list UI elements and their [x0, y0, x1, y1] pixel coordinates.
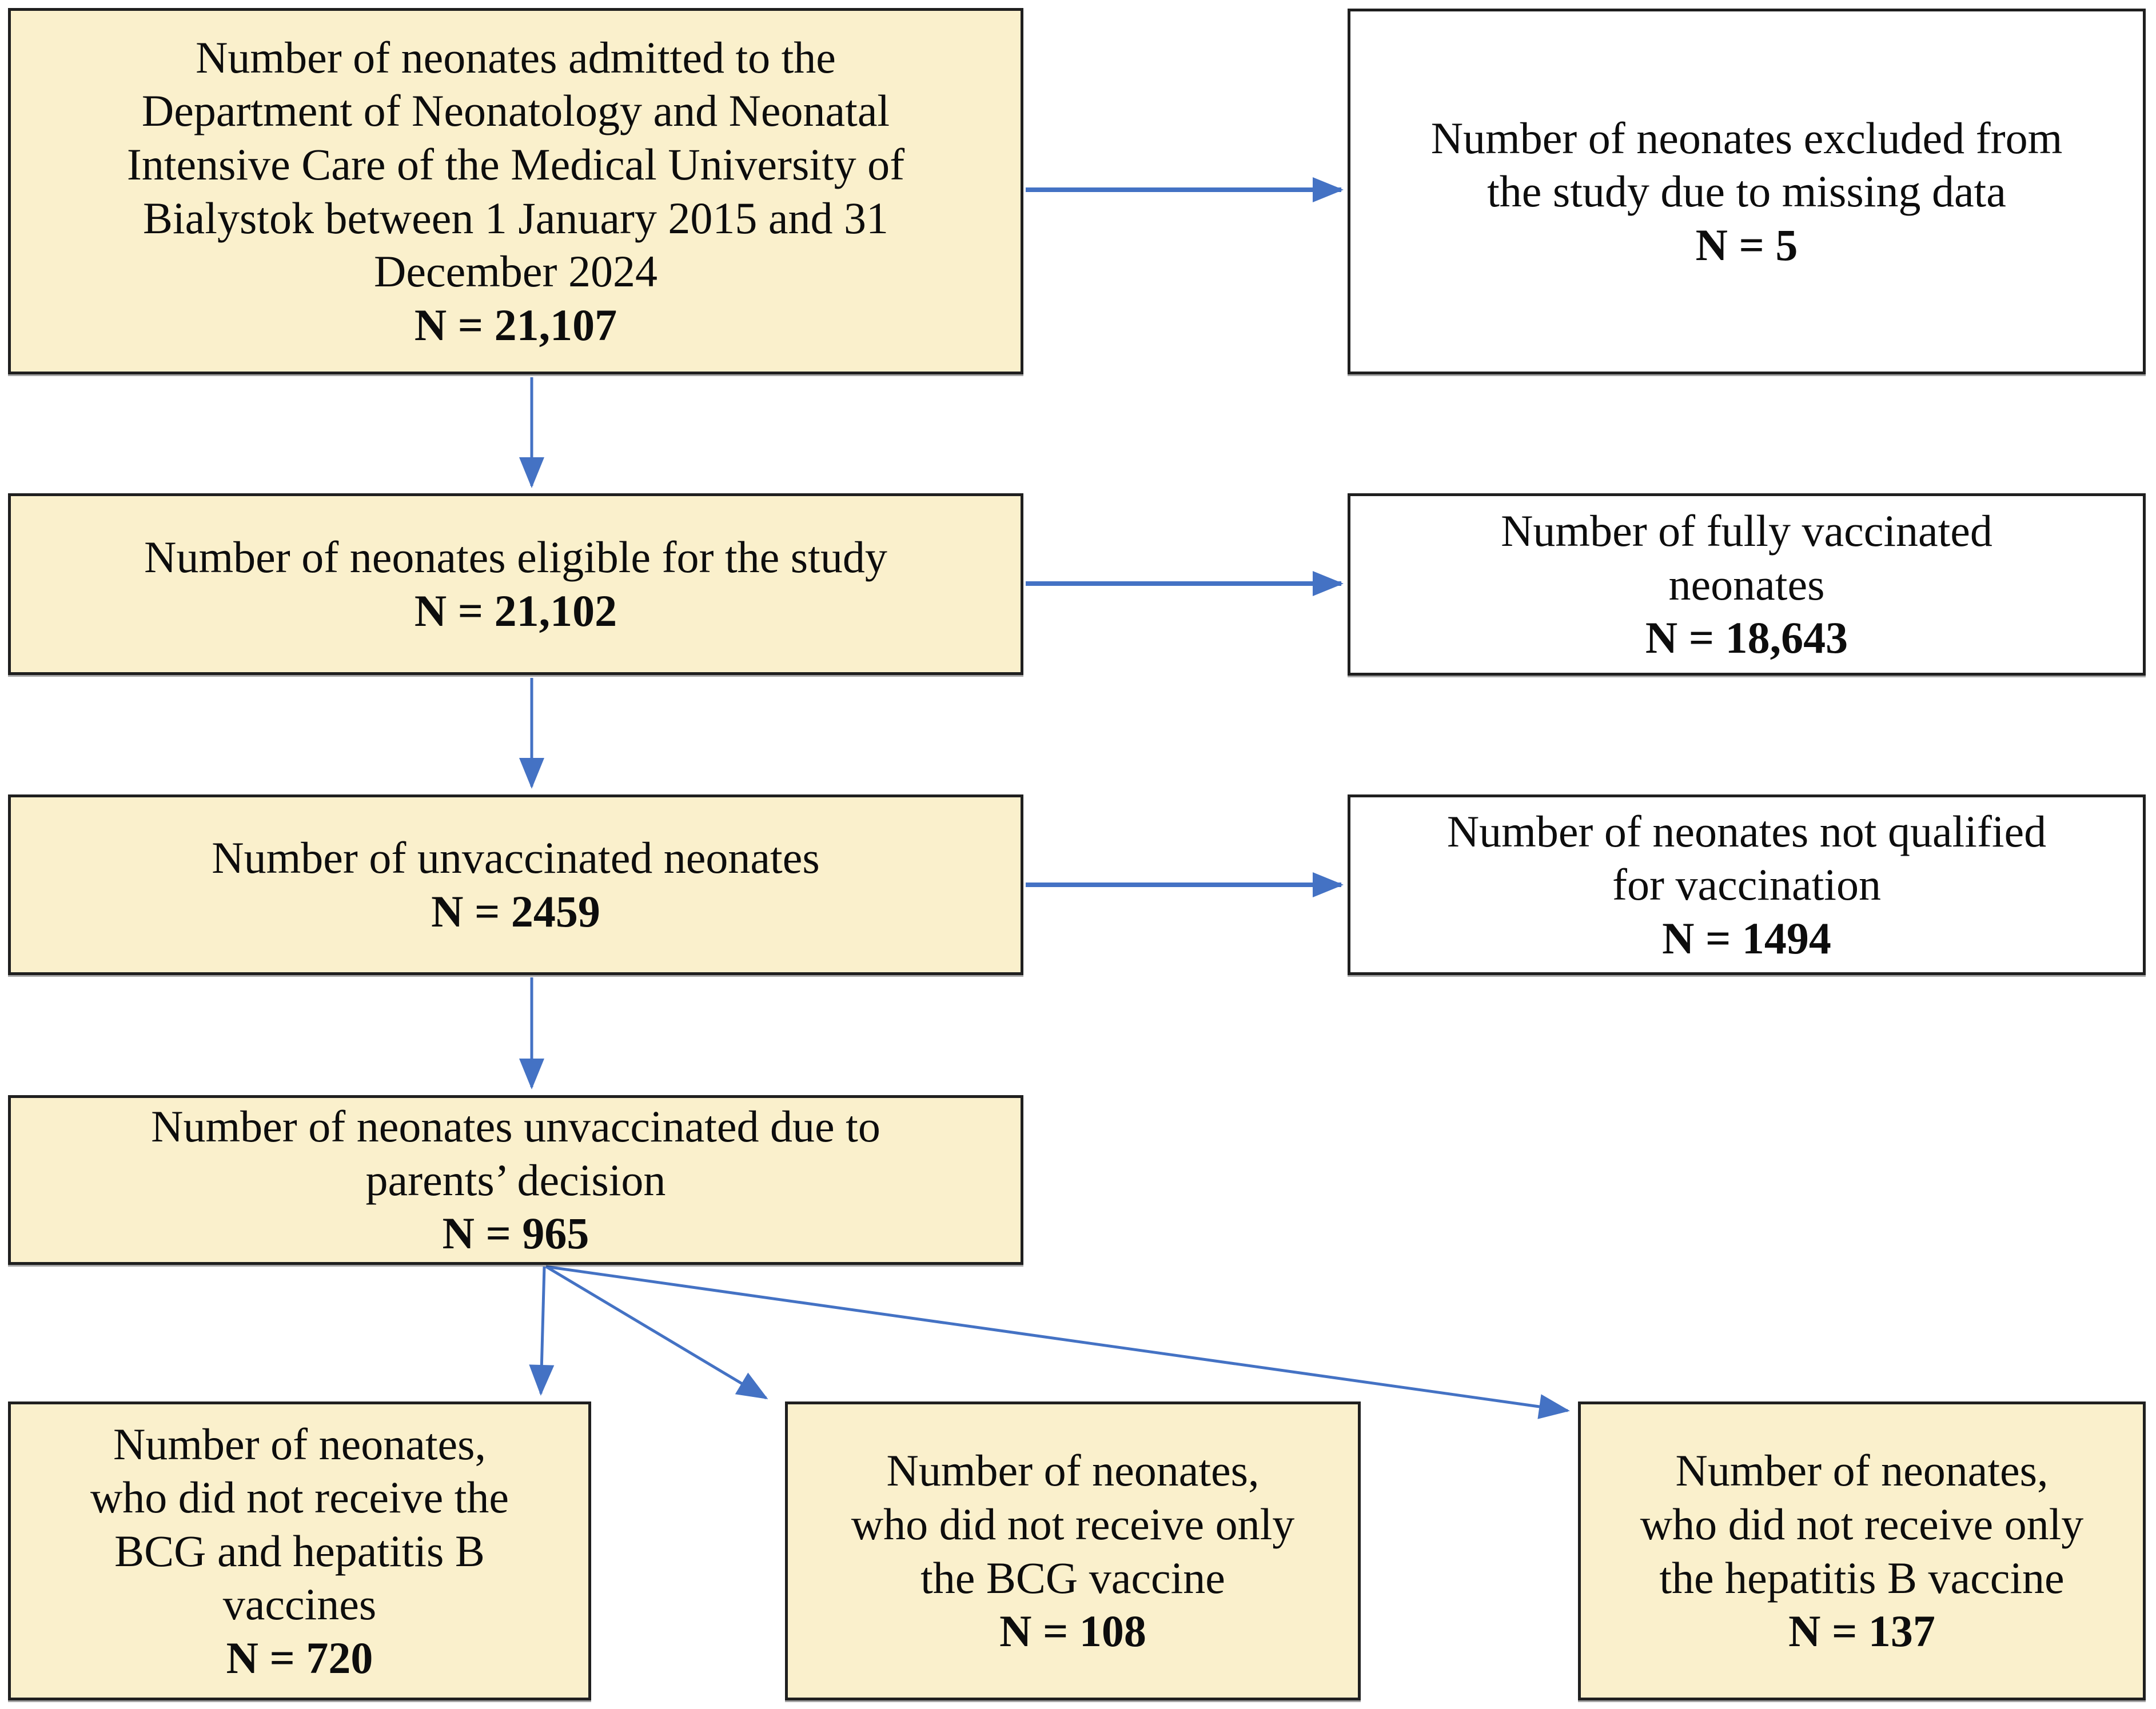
box-no-hepb-only-label: Number of neonates, who did not receive … — [1640, 1446, 2084, 1603]
box-parents-decision-label: Number of neonates unvaccinated due to p… — [151, 1101, 880, 1205]
box-unvaccinated: Number of unvaccinated neonates N = 2459 — [8, 794, 1023, 975]
arrow-parents-decision-to-no-bcg-only — [545, 1265, 768, 1400]
box-unvaccinated-count: N = 2459 — [431, 887, 600, 936]
box-parents-decision: Number of neonates unvaccinated due to p… — [8, 1095, 1023, 1265]
box-admitted: Number of neonates admitted to the Depar… — [8, 8, 1023, 374]
box-not-qualified-count: N = 1494 — [1662, 913, 1831, 963]
box-admitted-count: N = 21,107 — [414, 300, 617, 350]
box-excluded-missing-data-count: N = 5 — [1695, 219, 1798, 270]
arrow-parents-decision-to-no-bcg-hepb — [529, 1266, 555, 1396]
box-eligible: Number of neonates eligible for the stud… — [8, 493, 1023, 675]
box-no-bcg-only-count: N = 108 — [999, 1606, 1146, 1656]
box-not-qualified: Number of neonates not qualified for vac… — [1348, 794, 2146, 975]
box-excluded-missing-data: Number of neonates excluded from the stu… — [1348, 9, 2146, 374]
box-no-bcg-hepb: Number of neonates, who did not receive … — [8, 1401, 591, 1700]
box-no-hepb-only-count: N = 137 — [1788, 1606, 1935, 1656]
box-no-hepb-only: Number of neonates, who did not receive … — [1578, 1401, 2146, 1700]
box-eligible-count: N = 21,102 — [414, 586, 617, 636]
box-excluded-missing-data-label: Number of neonates excluded from the stu… — [1430, 113, 2063, 217]
box-no-bcg-hepb-count: N = 720 — [226, 1632, 373, 1683]
box-fully-vaccinated: Number of fully vaccinated neonates N = … — [1348, 493, 2146, 676]
arrow-parents-decision-to-no-hepb-only — [545, 1265, 1570, 1419]
box-no-bcg-only-label: Number of neonates, who did not receive … — [851, 1446, 1295, 1603]
box-eligible-label: Number of neonates eligible for the stud… — [144, 532, 887, 582]
box-no-bcg-only: Number of neonates, who did not receive … — [785, 1401, 1361, 1700]
box-not-qualified-label: Number of neonates not qualified for vac… — [1446, 806, 2047, 910]
box-fully-vaccinated-count: N = 18,643 — [1645, 613, 1848, 663]
box-admitted-label: Number of neonates admitted to the Depar… — [126, 32, 905, 297]
box-unvaccinated-label: Number of unvaccinated neonates — [212, 833, 820, 883]
box-parents-decision-count: N = 965 — [442, 1208, 589, 1259]
box-fully-vaccinated-label: Number of fully vaccinated neonates — [1501, 506, 1992, 609]
box-no-bcg-hepb-label: Number of neonates, who did not receive … — [90, 1419, 509, 1630]
